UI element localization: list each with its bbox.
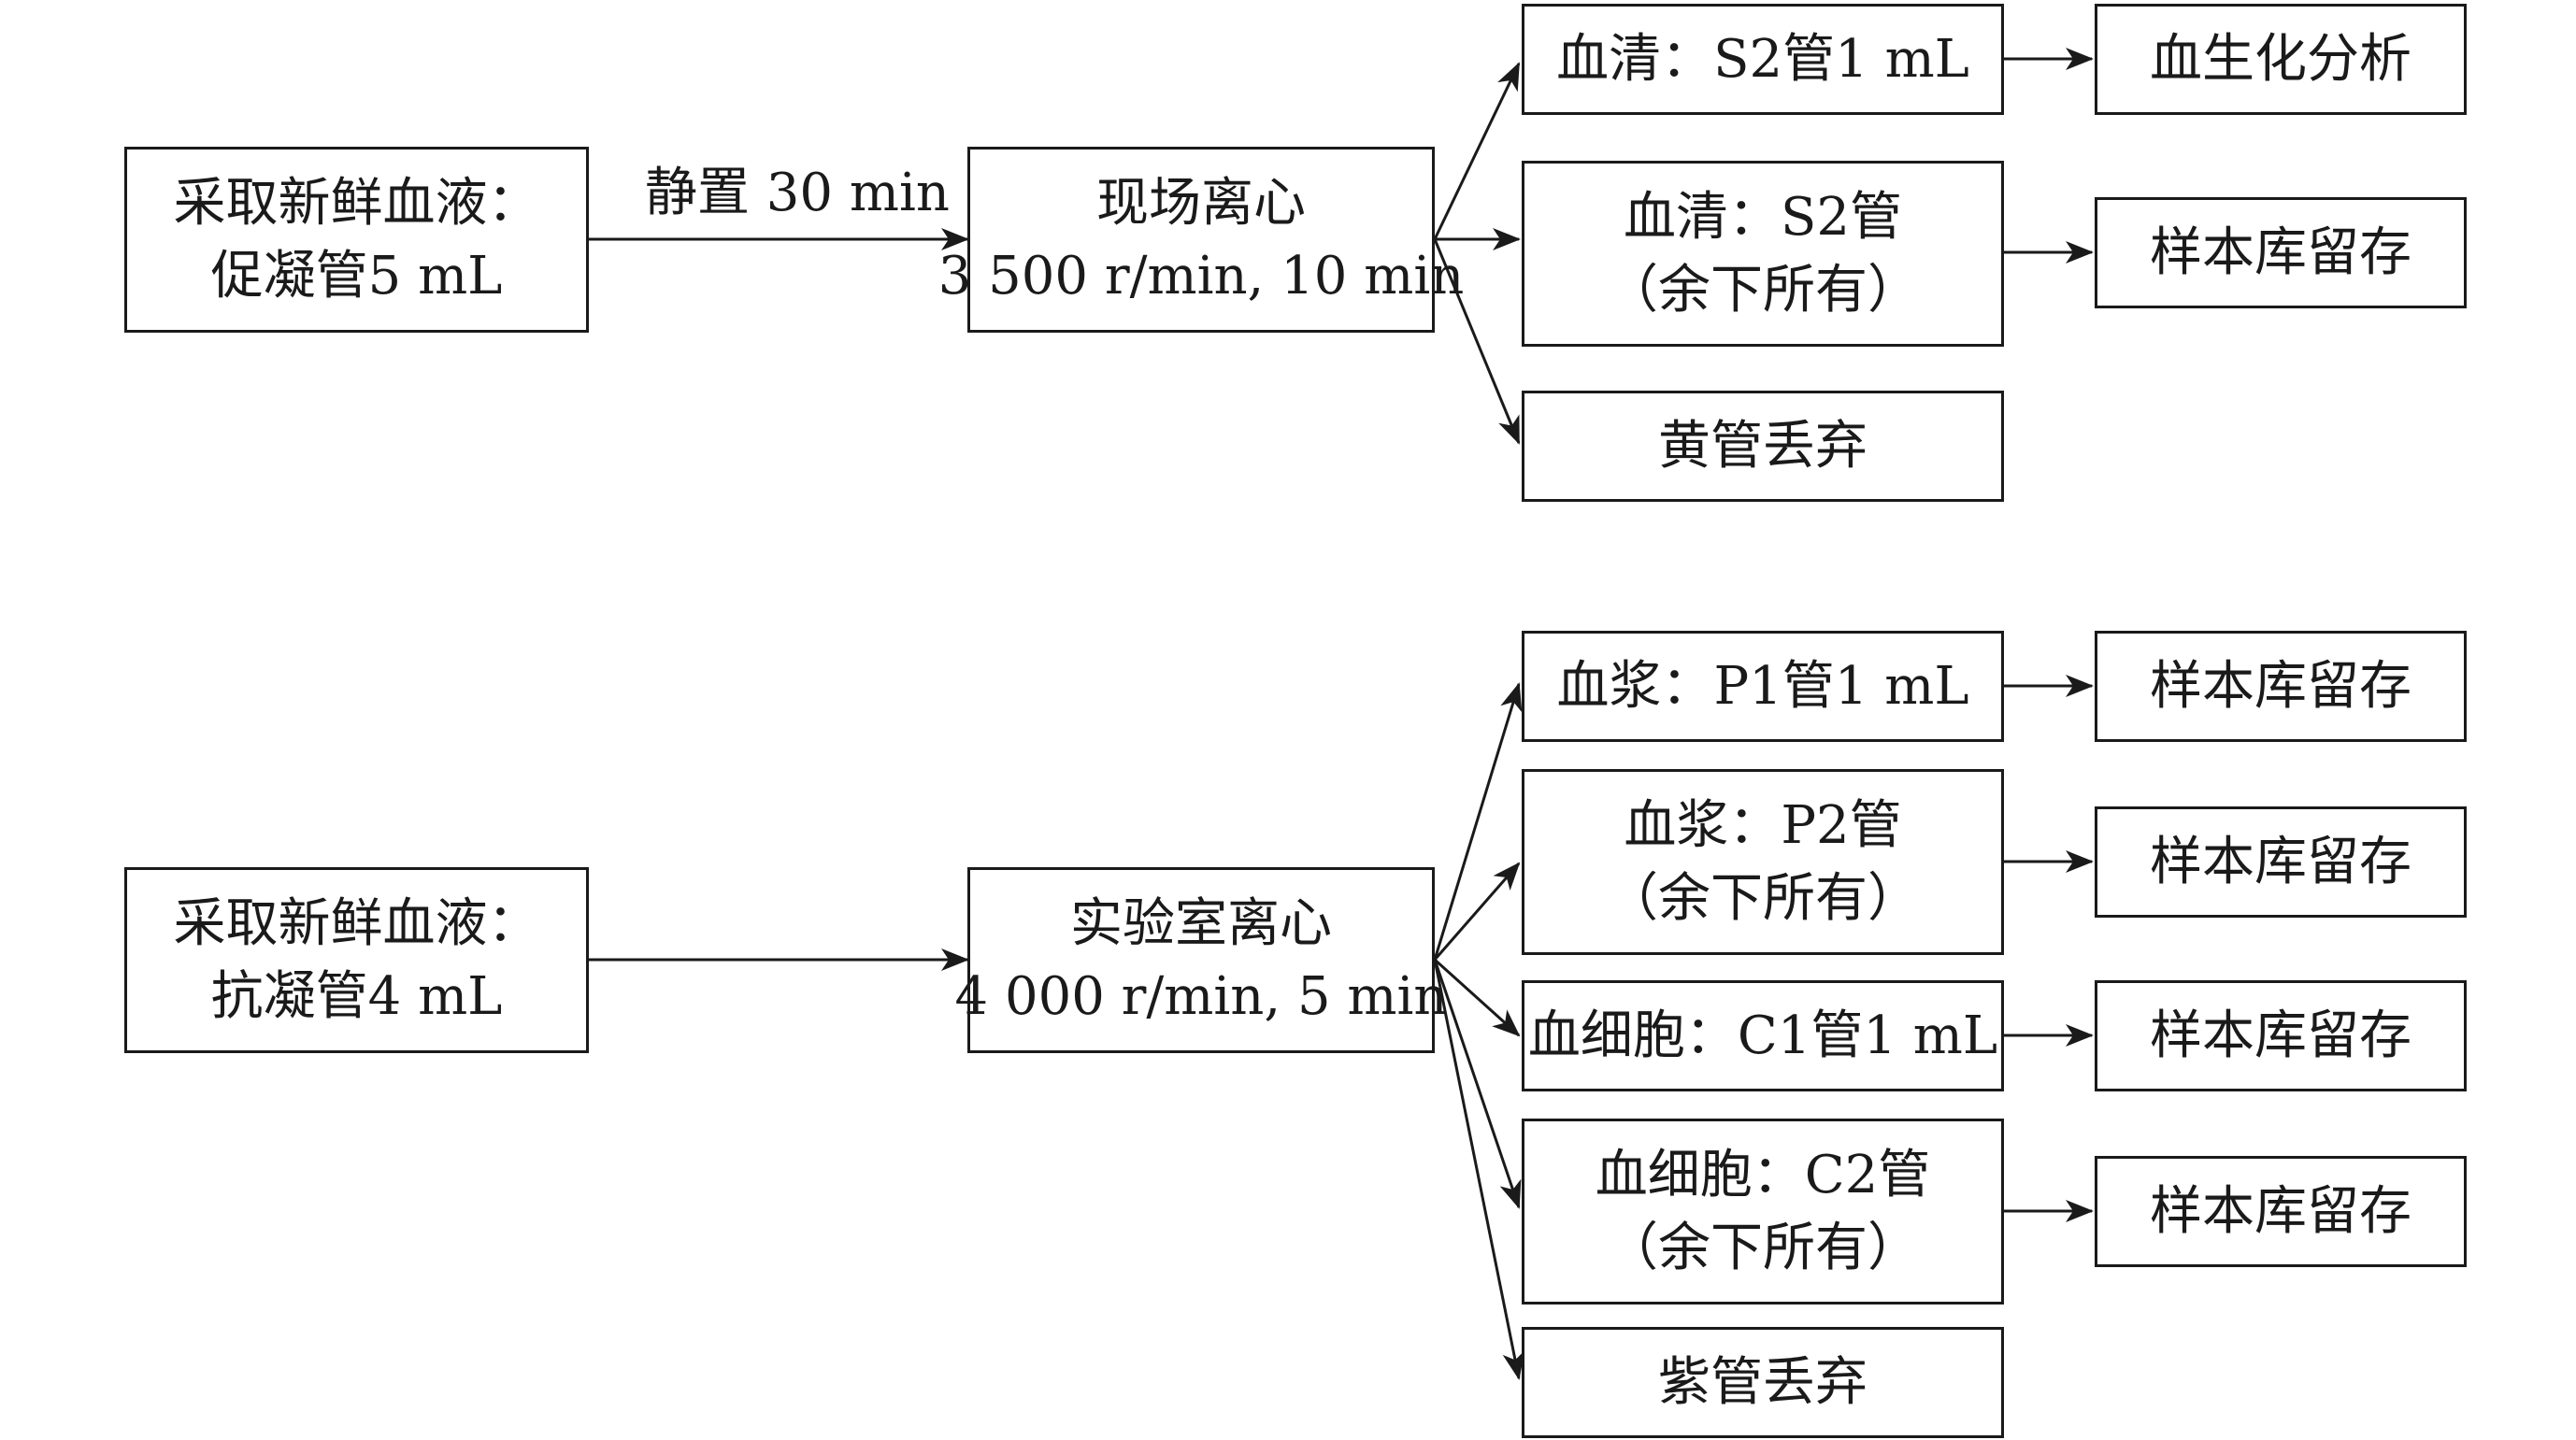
arrow-top-process-to-output-3	[1433, 238, 1521, 445]
top-target-2-label: 样本库留存	[2150, 221, 2411, 283]
top-output-3-line1: 黄管丢弃	[1658, 415, 1868, 477]
bottom-target-4-label: 样本库留存	[2150, 1180, 2411, 1242]
top-source-box: 采取新鲜血液： 促凝管5 mL	[124, 147, 589, 333]
bottom-process-line2: 4 000 r/min, 5 min	[954, 965, 1448, 1027]
top-process-line2: 3 500 r/min, 10 min	[937, 245, 1465, 307]
bottom-target-box-4: 样本库留存	[2095, 1156, 2467, 1267]
top-source-line1: 采取新鲜血液：	[173, 172, 540, 234]
bottom-target-box-1: 样本库留存	[2095, 631, 2467, 742]
top-source-line2: 促凝管5 mL	[210, 245, 503, 307]
top-output-2-line1: 血清：S2管	[1624, 186, 1902, 248]
bottom-source-line1: 采取新鲜血液：	[173, 892, 540, 954]
top-process-line1: 现场离心	[1096, 172, 1306, 234]
top-target-1-label: 血生化分析	[2150, 28, 2411, 90]
bottom-output-4-line1: 血细胞：C2管	[1595, 1144, 1931, 1205]
bottom-output-box-4: 血细胞：C2管 （余下所有）	[1522, 1119, 2004, 1305]
arrow-bottom-process-to-output-1	[1433, 682, 1523, 961]
bottom-output-1-line1: 血浆：P1管1 mL	[1556, 655, 1969, 717]
bottom-process-line1: 实验室离心	[1070, 892, 1332, 954]
bottom-target-box-2: 样本库留存	[2095, 806, 2467, 918]
top-process-box: 现场离心 3 500 r/min, 10 min	[938, 147, 1464, 333]
bottom-output-2-line1: 血浆：P2管	[1624, 794, 1902, 856]
top-step-label: 静置 30 min	[645, 163, 950, 223]
bottom-output-3-line1: 血细胞：C1管1 mL	[1527, 1005, 1998, 1066]
bottom-output-box-3: 血细胞：C1管1 mL	[1522, 980, 2004, 1091]
bottom-source-line2: 抗凝管4 mL	[210, 965, 503, 1027]
bottom-output-2-line2: （余下所有）	[1606, 867, 1920, 929]
bottom-target-box-3: 样本库留存	[2095, 980, 2467, 1091]
bottom-output-box-2: 血浆：P2管 （余下所有）	[1522, 769, 2004, 955]
arrow-bottom-process-to-output-4	[1433, 959, 1522, 1209]
top-output-2-line2: （余下所有）	[1606, 259, 1920, 321]
top-output-box-3: 黄管丢弃	[1522, 391, 2004, 502]
bottom-output-4-line2: （余下所有）	[1606, 1217, 1920, 1278]
bottom-target-2-label: 样本库留存	[2150, 831, 2411, 892]
top-output-1-line1: 血清：S2管1 mL	[1556, 28, 1969, 90]
bottom-target-3-label: 样本库留存	[2150, 1005, 2411, 1066]
top-output-box-1: 血清：S2管1 mL	[1522, 4, 2004, 115]
bottom-source-box: 采取新鲜血液： 抗凝管4 mL	[124, 867, 589, 1053]
top-target-box-1: 血生化分析	[2095, 4, 2467, 115]
arrow-bottom-process-to-output-3	[1433, 958, 1521, 1037]
arrow-bottom-process-to-output-5	[1433, 959, 1525, 1380]
bottom-process-box: 实验室离心 4 000 r/min, 5 min	[955, 867, 1447, 1053]
bottom-output-5-line1: 紫管丢弃	[1658, 1351, 1868, 1413]
bottom-target-1-label: 样本库留存	[2150, 655, 2411, 717]
top-target-box-2: 样本库留存	[2095, 197, 2467, 308]
top-output-box-2: 血清：S2管 （余下所有）	[1522, 161, 2004, 347]
arrow-bottom-process-to-output-2	[1433, 862, 1521, 961]
bottom-output-box-5: 紫管丢弃	[1522, 1327, 2004, 1438]
bottom-output-box-1: 血浆：P1管1 mL	[1522, 631, 2004, 742]
arrow-top-process-to-output-1	[1433, 62, 1521, 240]
